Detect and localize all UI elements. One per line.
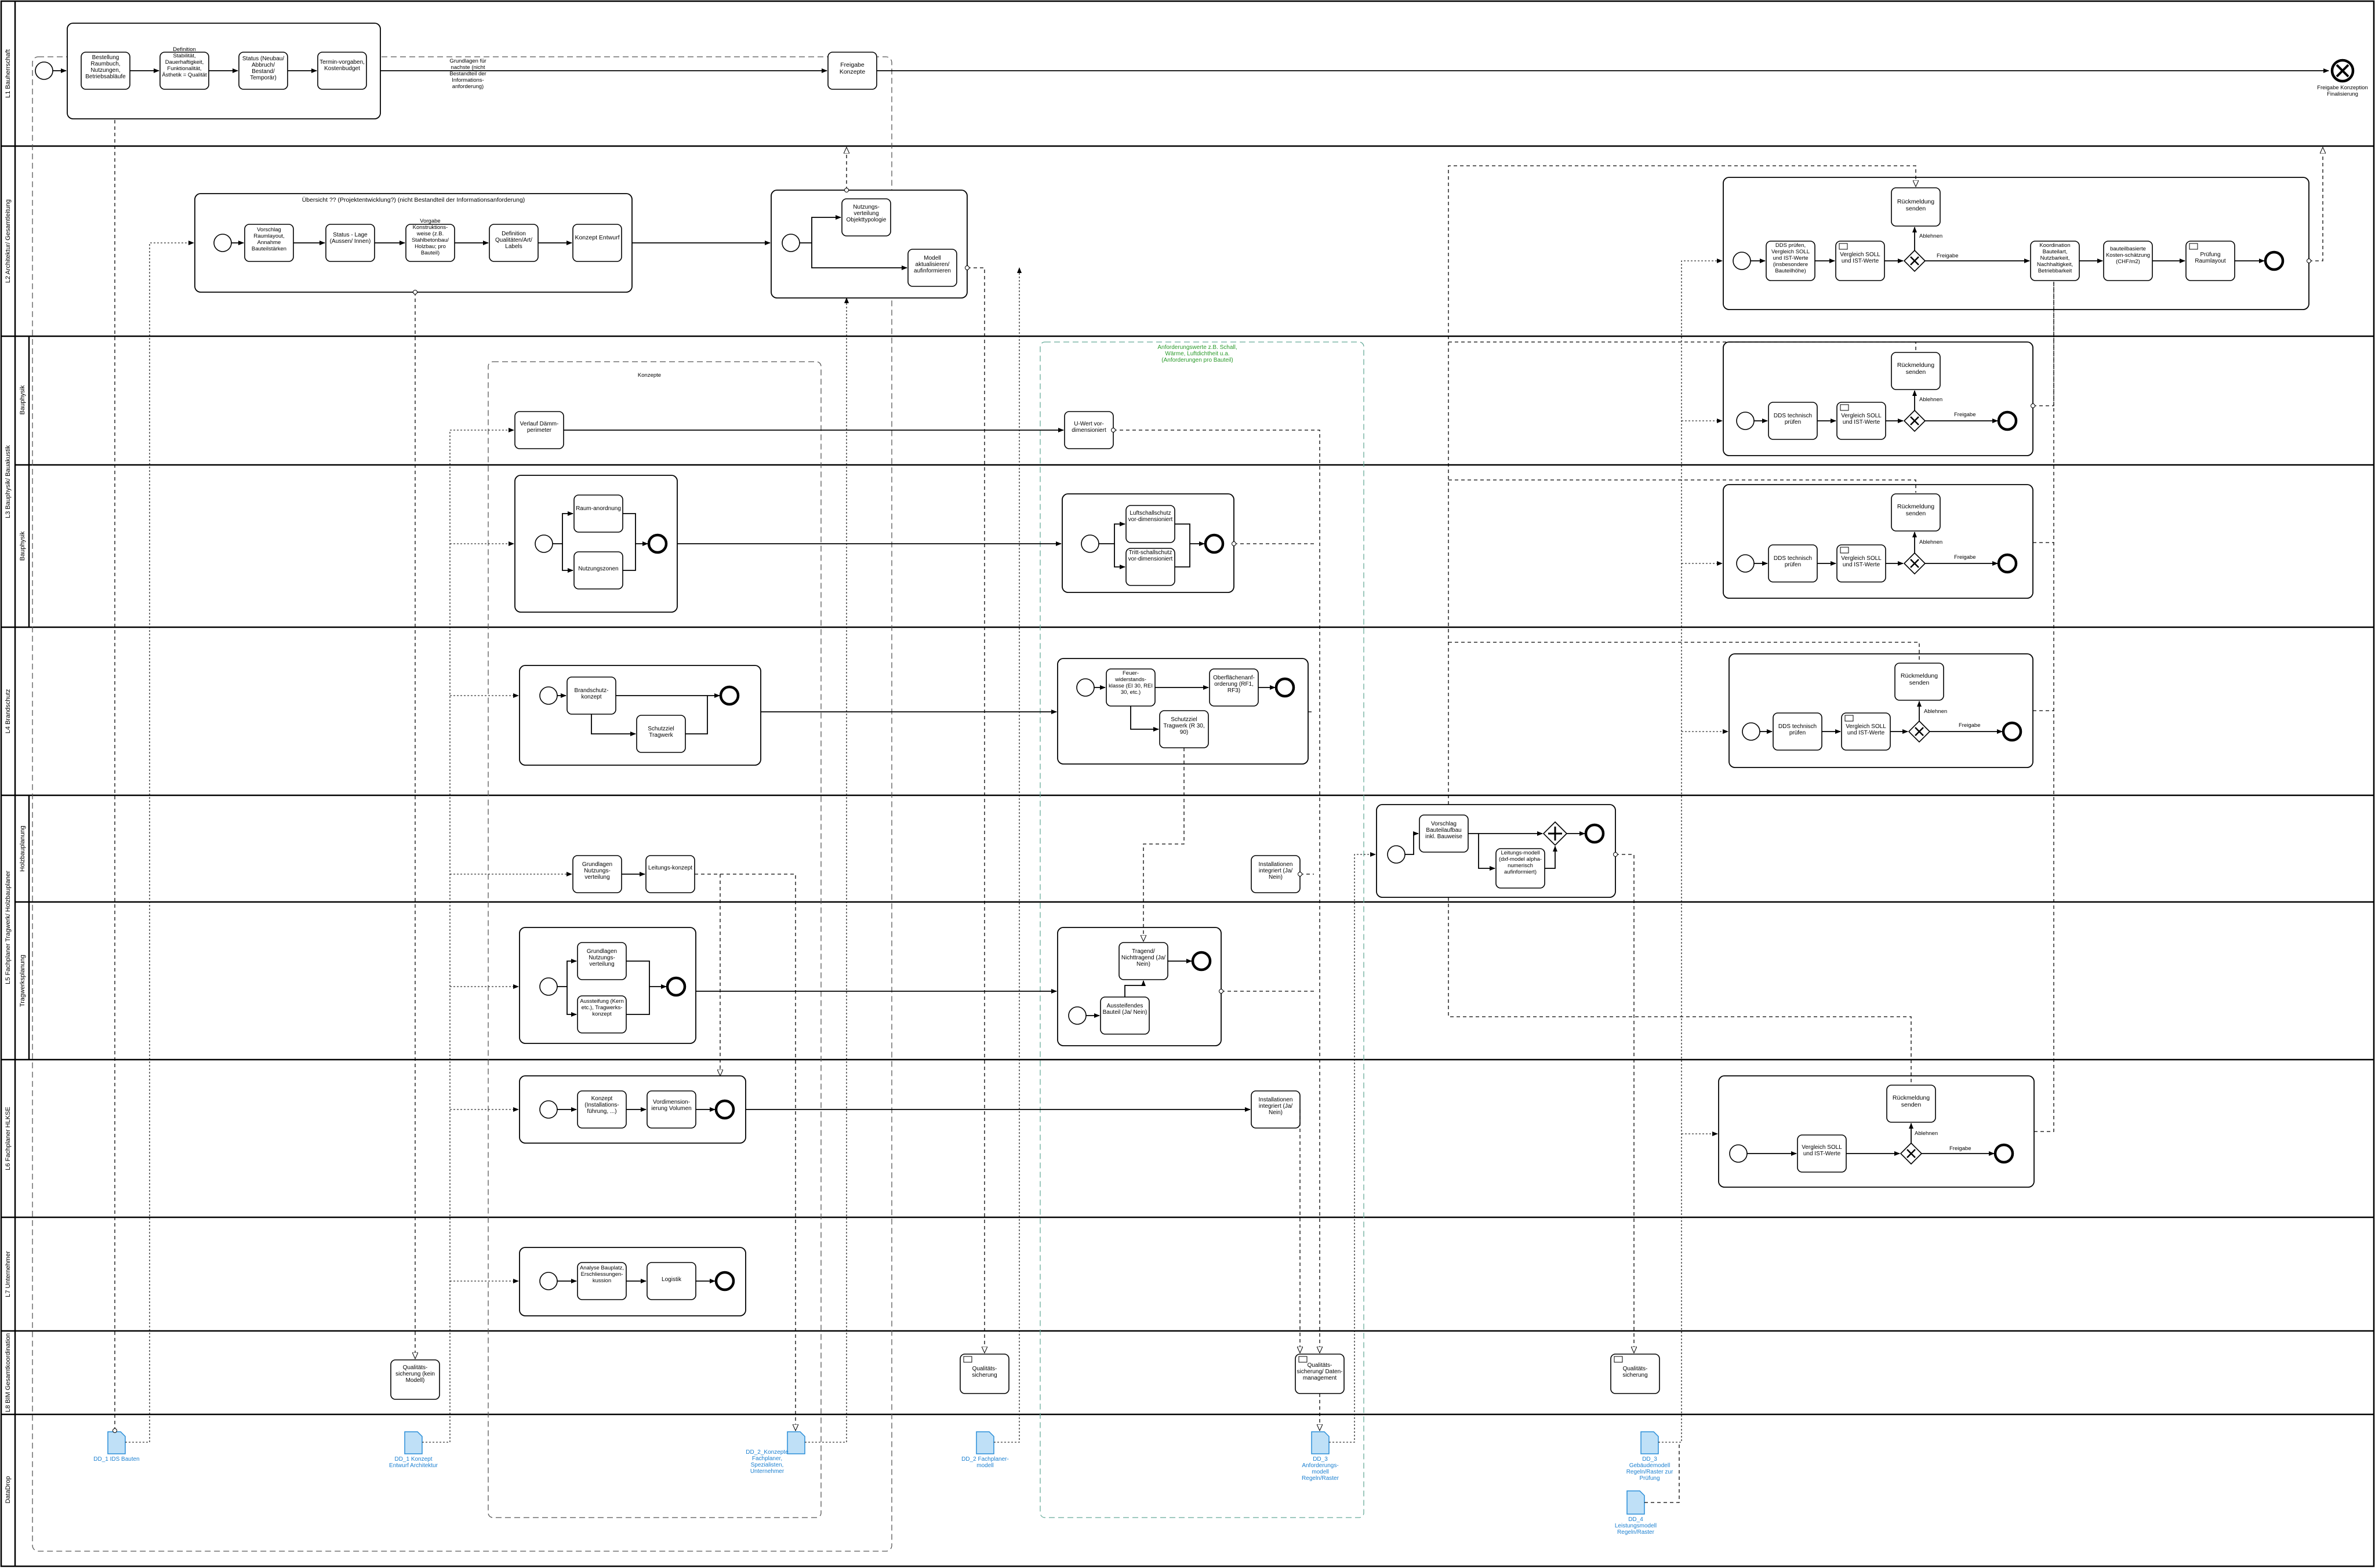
svg-text:Freigabe: Freigabe [1954, 412, 1976, 418]
end-event-hlk[interactable] [714, 1099, 735, 1120]
end-event-bs[interactable] [2002, 721, 2022, 742]
end-event-schall[interactable] [1204, 533, 1225, 554]
end-event-tw[interactable] [666, 976, 687, 997]
lane-label-bauphysik-2: Bauphysik [19, 531, 26, 561]
lane-label-holzbau: Holzbauplanung [19, 825, 26, 872]
svg-text:Ablehnen: Ablehnen [1915, 1130, 1938, 1137]
anforderung-note: Anforderungswerte z.B. Schall, Wärme, Lu… [1157, 344, 1237, 363]
end-event-bp2[interactable] [1997, 553, 2018, 574]
start-event-hlk2[interactable] [1729, 1144, 1748, 1163]
svg-text:Freigabe: Freigabe [1954, 554, 1976, 561]
lane-label-l2: L2 Architektur/ Gesamtleitung [5, 199, 12, 283]
end-event-hlk2[interactable] [1993, 1143, 2014, 1164]
end-event-bta[interactable] [1584, 823, 1605, 844]
task-rueckmeldung-l2[interactable] [1891, 187, 1941, 227]
task-qs-kein-modell[interactable] [390, 1359, 440, 1400]
svg-text:Freigabe: Freigabe [1949, 1145, 1971, 1152]
svg-text:Freigabe: Freigabe [1937, 253, 1959, 259]
start-event-feuer[interactable] [1076, 678, 1095, 697]
table-icon [1839, 243, 1848, 250]
end-event-raum[interactable] [647, 533, 668, 554]
task-rueckmeldung-bp2[interactable] [1891, 493, 1941, 532]
task-termin[interactable] [317, 52, 367, 90]
start-event-tw[interactable] [539, 977, 558, 996]
doc-dd2-konzepte[interactable]: DD_2_Konzepte Fachplaner, Spezialisten, … [741, 1431, 805, 1484]
end-event-l2c[interactable] [2264, 250, 2285, 271]
doc-dd3-gebaeude[interactable]: DD_3 Gebäudemodell Regeln/Raster zur Prü… [1624, 1431, 1676, 1491]
start-event-schall[interactable] [1081, 534, 1099, 553]
end-event-brand[interactable] [719, 685, 740, 706]
start-event-bp2[interactable] [1736, 554, 1755, 573]
group-anforderung [1040, 341, 1364, 1518]
svg-text:Ablehnen: Ablehnen [1919, 233, 1942, 239]
grundlagen-note: Grundlagen für nachste (nicht Bestandtei… [449, 58, 486, 90]
start-event-l1[interactable] [35, 61, 53, 80]
task-modell-aktualisieren[interactable] [907, 249, 957, 287]
start-event-trag[interactable] [1068, 1006, 1087, 1025]
start-event-bp1[interactable] [1736, 412, 1755, 430]
start-event-l2[interactable] [213, 234, 232, 252]
svg-text:Ablehnen: Ablehnen [1924, 708, 1947, 715]
lane-label-l3: L3 Bauphysik/ Bauakustik [5, 445, 12, 518]
lane-label-l7: L7 Unternehmer [5, 1251, 12, 1297]
start-event-brand[interactable] [539, 686, 558, 705]
svg-text:Freigabe: Freigabe [1959, 722, 1981, 729]
doc-dd3-anforderung[interactable]: DD_3 Anforderungs-modell Regeln/Raster [1294, 1431, 1346, 1485]
end-event-feuer[interactable] [1274, 677, 1295, 698]
lane-label-l1: L1 Bauherrschaft [5, 49, 12, 98]
subprocess-tragwerk[interactable] [519, 927, 696, 1044]
subprocess-hlkse-pruefung[interactable] [1718, 1075, 2035, 1188]
doc-dd1-konzept[interactable]: DD_1 Konzept Entwurf Architektur [387, 1431, 440, 1485]
doc-dd1-ids[interactable]: DD_1 IDS Bauten [90, 1431, 143, 1479]
doc-dd2-fachplaner[interactable]: DD_2 Fachplaner-modell [959, 1431, 1011, 1479]
start-event-ut[interactable] [539, 1272, 558, 1290]
end-freigabe-label: Freigabe Konzeption Finalisierung [2317, 85, 2368, 97]
lane-label-l8: L8 BIM Gesamtkoordination [5, 1333, 12, 1412]
lane-label-l6: L6 Fachplaner HLKSE [5, 1107, 12, 1170]
lane-label-bauphysik-1: Bauphysik [19, 385, 26, 414]
end-event-trag[interactable] [1191, 951, 1212, 972]
task-rueckmeldung-bs[interactable] [1894, 663, 1944, 701]
start-event-hlk[interactable] [539, 1100, 558, 1119]
lane-label-l5: L5 Fachplaner Tragwerk/ Holzbauplaner [5, 871, 12, 984]
uebersicht-label: Übersicht ?? (Projektentwicklung?) (nich… [302, 197, 525, 203]
task-konzept-entwurf[interactable] [572, 224, 622, 262]
task-rueckmeldung-hlk[interactable] [1886, 1085, 1936, 1123]
svg-text:Ablehnen: Ablehnen [1919, 396, 1942, 403]
doc-dd4-leistung[interactable]: DD_4 Leistungsmodell Regeln/Raster [1610, 1490, 1662, 1545]
group-konzepte-label: Konzepte [638, 372, 661, 379]
start-event-bta[interactable] [1387, 845, 1406, 864]
end-event-ut[interactable] [714, 1271, 735, 1291]
start-event-l2c[interactable] [1733, 252, 1751, 270]
task-qs-1[interactable] [960, 1354, 1009, 1394]
lane-label-l4: L4 Brandschutz [5, 689, 12, 733]
group-konzepte [488, 361, 822, 1518]
svg-text:Ablehnen: Ablehnen [1919, 539, 1942, 545]
task-nutzungsverteilung[interactable] [841, 198, 891, 237]
end-event-bp1[interactable] [1997, 410, 2018, 431]
start-event-l2b[interactable] [782, 234, 800, 252]
task-qs-2[interactable] [1610, 1354, 1660, 1394]
lane-label-datadrop: DataDrop [5, 1476, 12, 1503]
task-rueckmeldung-bp1[interactable] [1891, 352, 1941, 390]
start-event-bs[interactable] [1742, 722, 1760, 741]
start-event-raum[interactable] [535, 534, 553, 553]
group-outer [32, 56, 892, 1552]
lane-label-tragwerk: Tragwerksplanung [19, 955, 26, 1007]
